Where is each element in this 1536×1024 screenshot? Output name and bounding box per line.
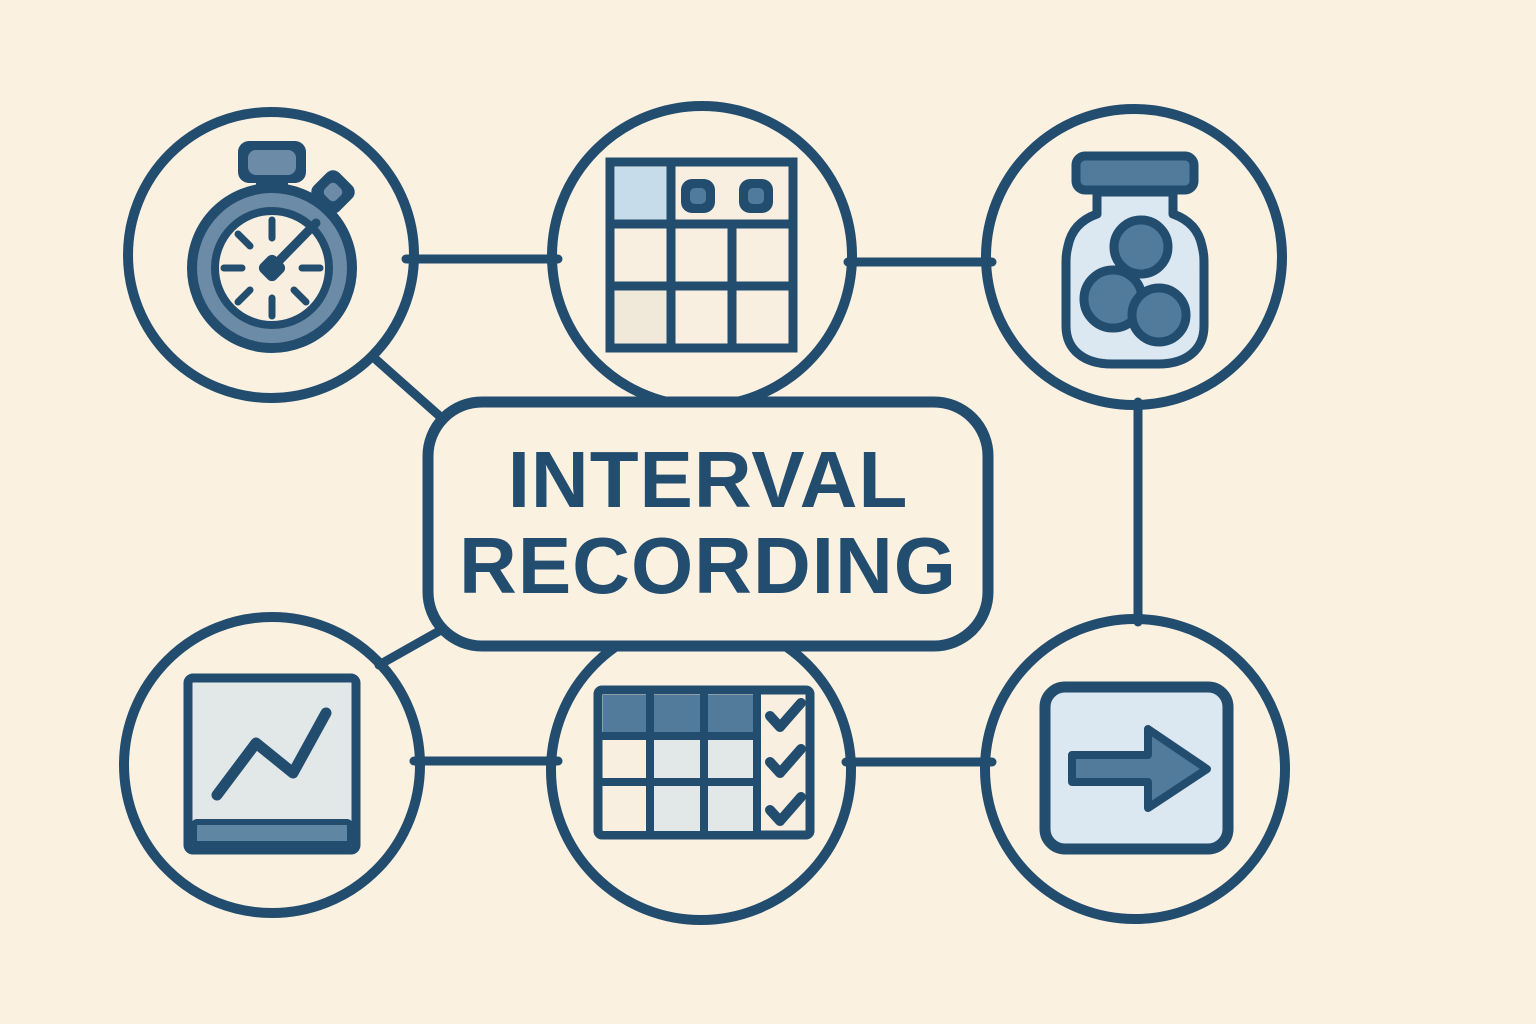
jar-token-1 [1109,215,1173,279]
checkmark-1 [765,698,806,732]
connector-titlebox-bottomleft [374,625,446,670]
title-box [422,396,994,652]
stopwatch-ticks [220,216,324,320]
grid-dot-2-inner [748,188,764,204]
table-header-row [603,695,753,733]
grid-cell-highlight [615,167,667,220]
node-circle-arrow [980,614,1290,924]
chart-trend-line [211,707,332,801]
stopwatch-side-button-inner [323,182,343,202]
connector-lines [367,254,1143,767]
node-circle-stopwatch [123,107,419,403]
checkmark-2 [765,744,806,778]
token-jar-icon [1061,151,1209,369]
title-line-1: INTERVAL [508,435,909,524]
node-circle-token-jar [981,104,1287,410]
stopwatch-icon [187,141,357,353]
line-chart-icon [183,673,361,855]
arrow-right-icon [1039,681,1234,855]
table-checkmarks [765,698,806,826]
checkmark-3 [765,792,806,826]
jar-lid [1071,151,1199,195]
grid-dot-1-inner [690,188,706,204]
stopwatch-crown-inner [248,150,296,175]
grid-lines [610,162,793,348]
node-circle-line-chart [119,612,425,918]
stopwatch-hub [258,254,286,282]
jar-token-3 [1127,283,1191,347]
grid-table-icon [605,157,798,353]
checklist-table-icon [593,685,815,840]
title-line-2: RECORDING [459,521,957,610]
arrow-shape [1068,725,1211,812]
grid-cell-beige [615,290,667,343]
table-grid-lines [598,690,761,835]
chart-bottom-bar [191,819,353,847]
chart-frame [183,673,361,855]
connector-topleft-titlebox [367,351,449,425]
